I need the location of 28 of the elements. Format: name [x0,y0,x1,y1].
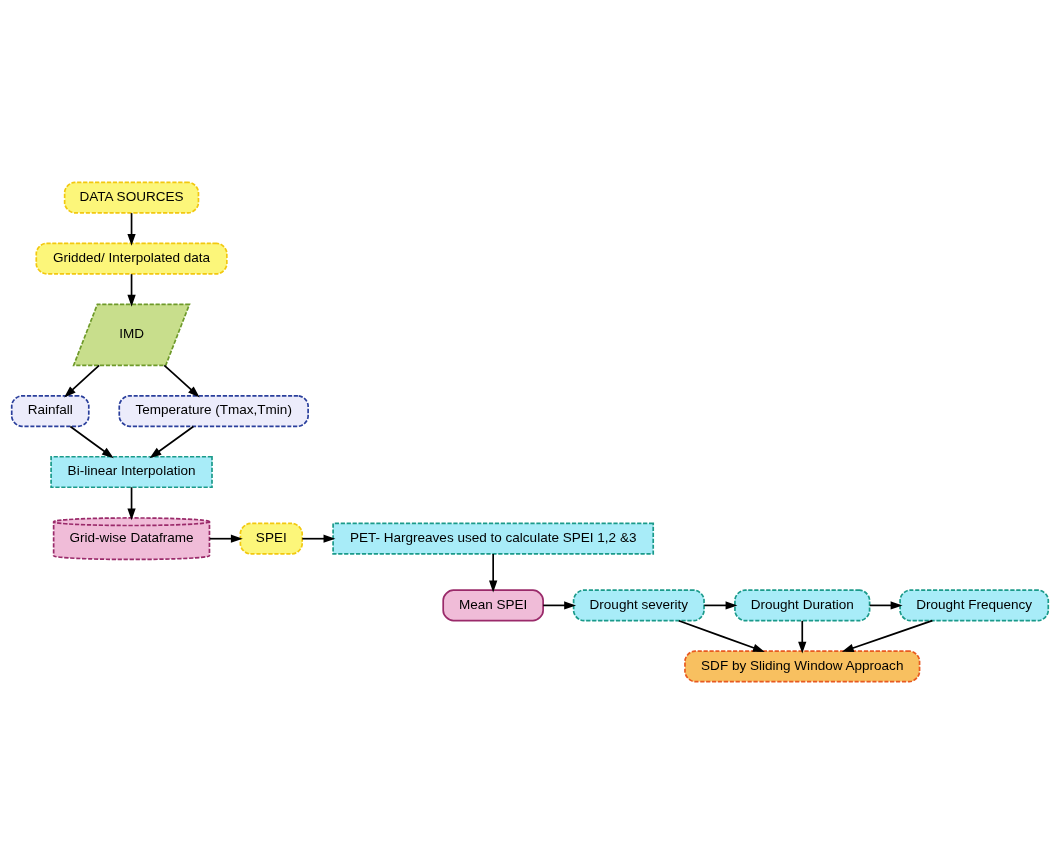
arrow [868,601,903,610]
node-box: Rainfall [10,394,90,428]
node-box: SDF by Sliding Window Approach [684,650,921,683]
arrow [163,364,200,398]
node-box: Drought Frequency [899,589,1050,622]
arrow [127,486,136,521]
node-box: Bi-linear Interpolation [50,455,213,489]
arrow [64,364,101,398]
arrow [127,212,136,246]
arrow [703,601,738,610]
arrow [489,553,498,593]
arrow [127,273,136,307]
node-box: Gridded/ Interpolated data [35,242,228,275]
arrow [149,425,195,459]
node-box: SPEI [239,522,304,555]
node-box: PET- Hargreaves used to calculate SPEI 1,2 &3 [332,522,655,555]
arrow [542,601,577,610]
arrow [798,620,807,654]
arrow [69,425,114,459]
node-box: Mean SPEI [442,589,544,622]
arrow [841,619,934,652]
node-box: Drought severity [572,589,705,622]
node-box: Temperature (Tmax,Tmin) [118,394,309,428]
node-box: DATA SOURCES [63,181,200,214]
arrow [208,534,243,543]
node-box: Drought Duration [734,589,871,622]
arrow [301,534,336,543]
arrow [677,619,765,652]
